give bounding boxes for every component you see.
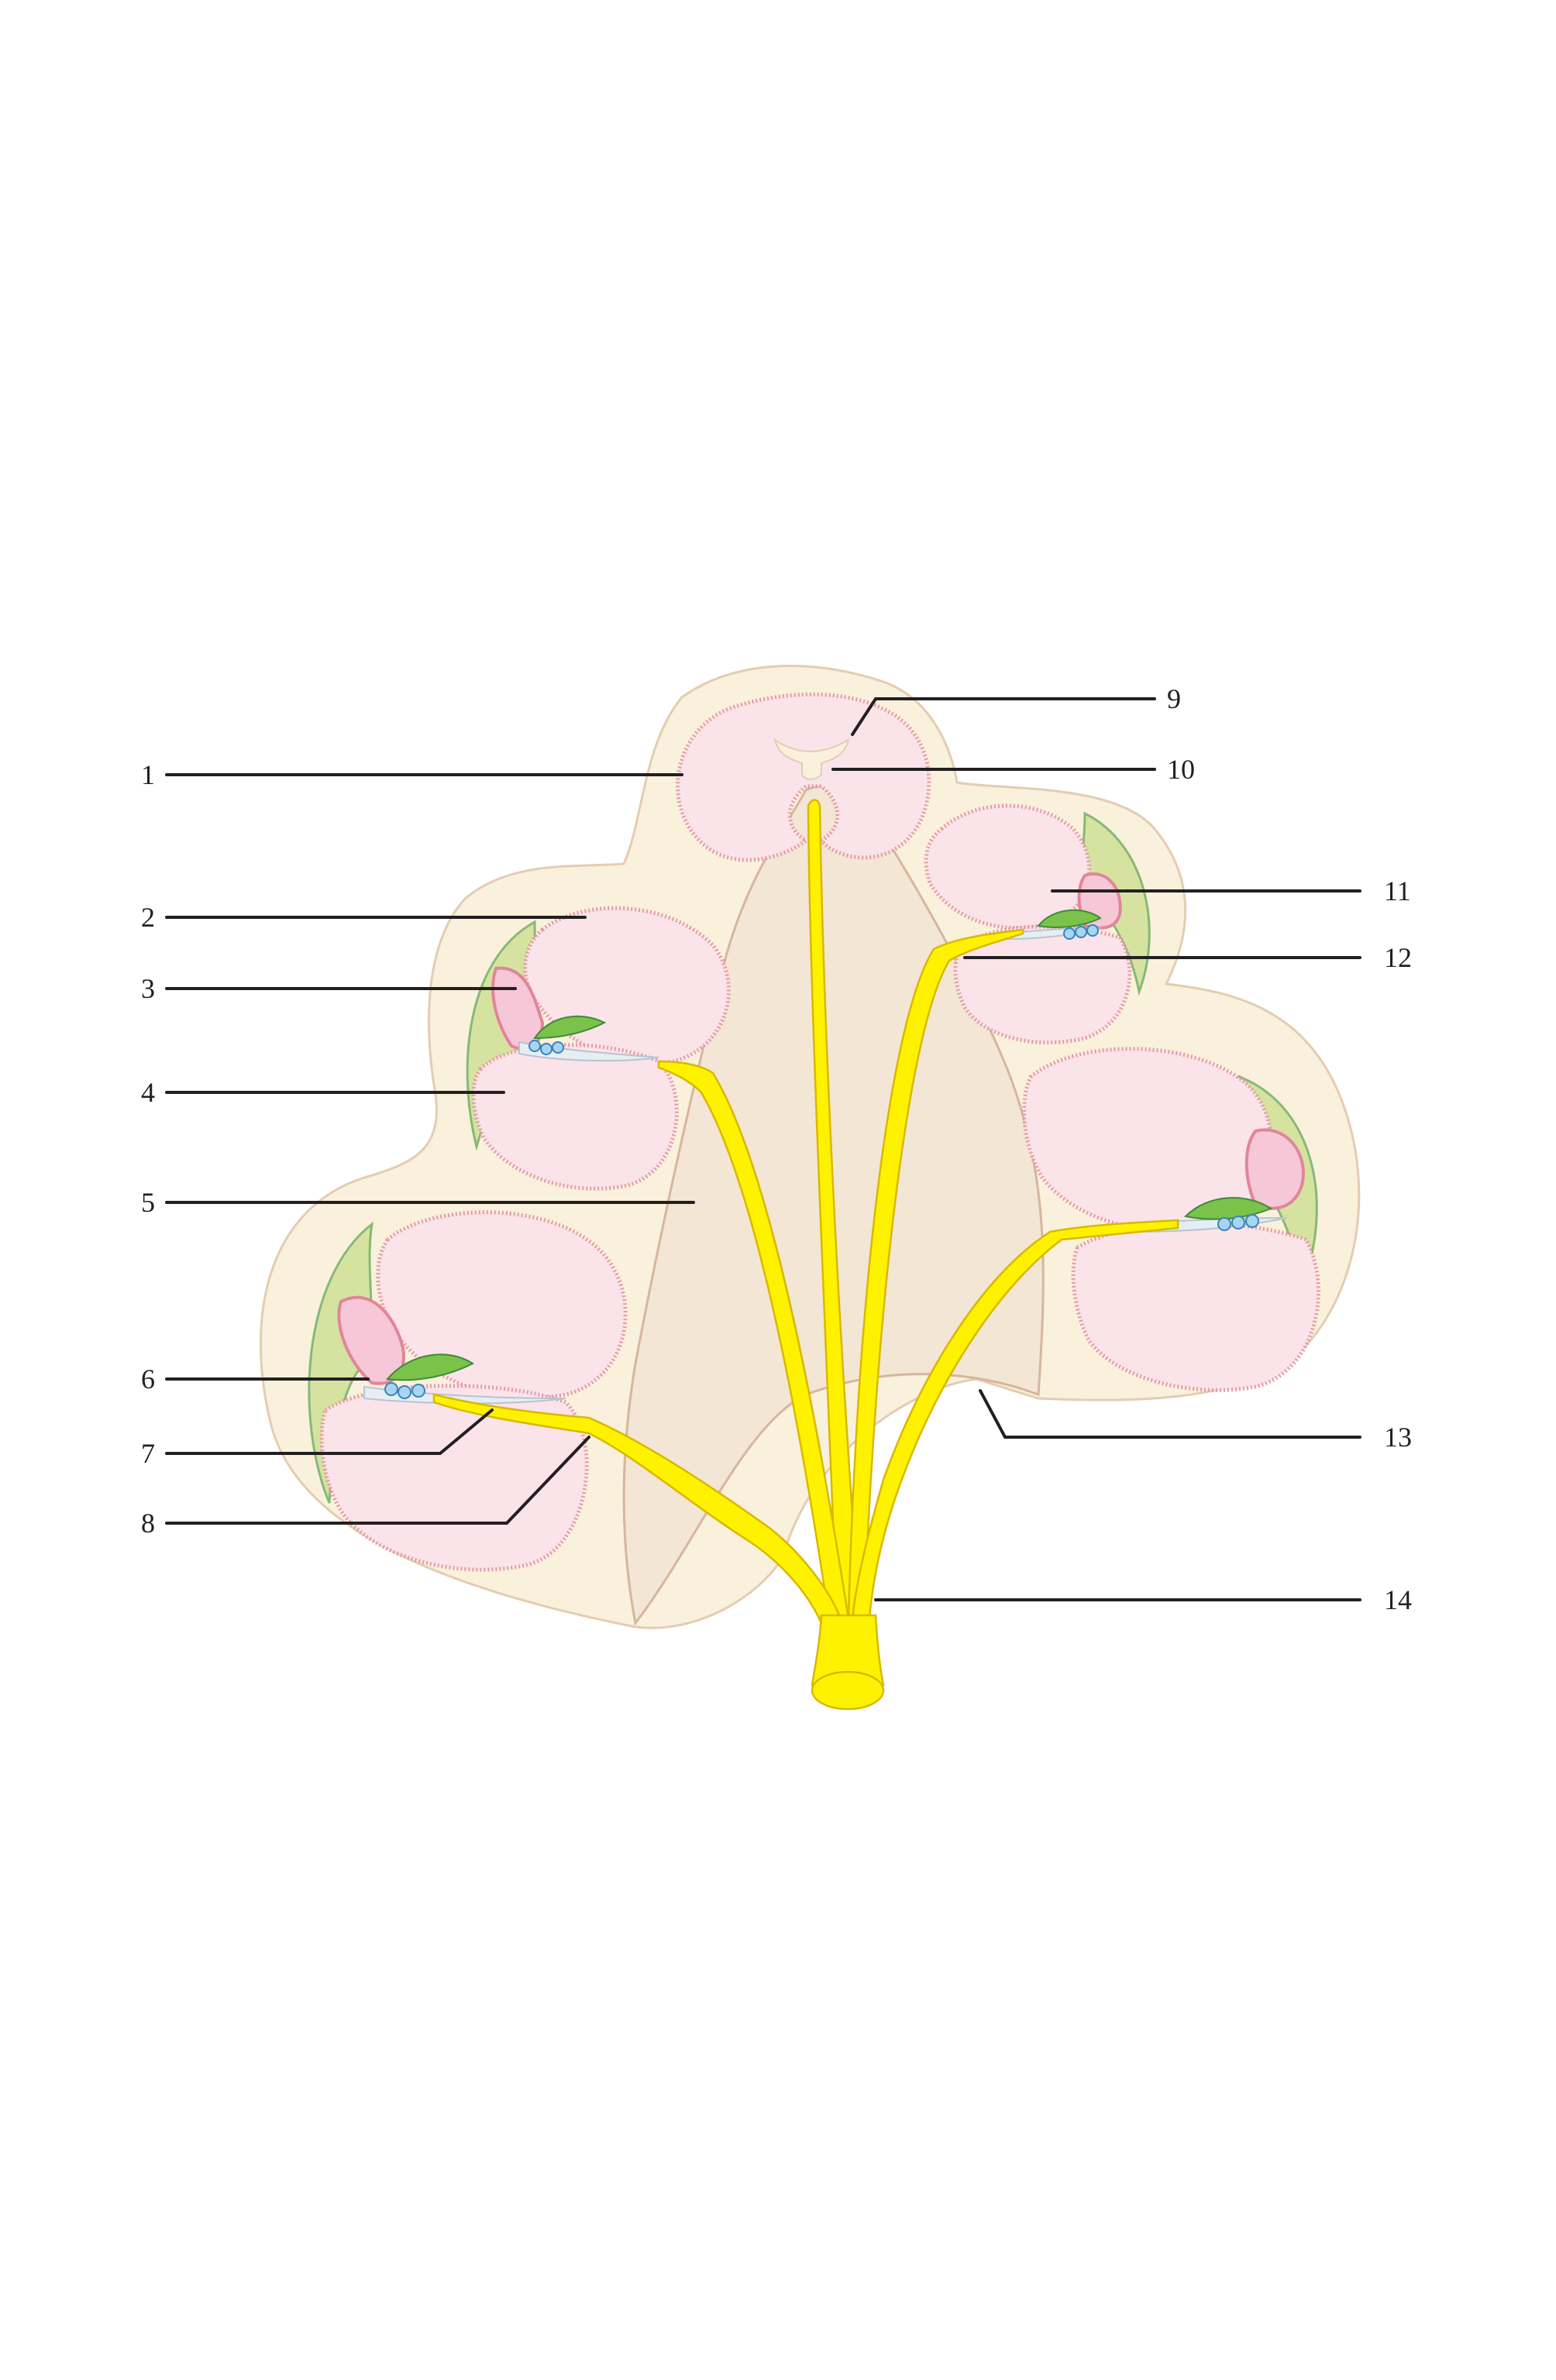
- label-14: 14: [1384, 1584, 1412, 1615]
- nerve-bundle: [432, 799, 1179, 1711]
- upper-right-lobe: [924, 803, 1151, 1045]
- callout-4: 4: [141, 1077, 505, 1108]
- callout-6: 6: [141, 1364, 370, 1395]
- label-2: 2: [141, 902, 155, 933]
- label-9: 9: [1167, 683, 1181, 714]
- nerve-trunk-cut-end: [811, 1670, 885, 1711]
- callout-12: 12: [963, 942, 1412, 973]
- callout-10: 10: [831, 754, 1195, 785]
- label-4: 4: [141, 1077, 155, 1108]
- top-lobe: [675, 692, 931, 862]
- label-6: 6: [141, 1364, 155, 1395]
- label-11: 11: [1384, 875, 1411, 906]
- label-1: 1: [141, 759, 155, 790]
- callout-1: 1: [141, 759, 683, 790]
- lower-right-lobe: [1022, 1047, 1320, 1392]
- label-7: 7: [141, 1438, 155, 1469]
- callout-8: 8: [141, 1436, 590, 1539]
- callouts: 1 2 3 4 5 6 7 8: [141, 683, 1412, 1615]
- label-3: 3: [141, 973, 155, 1004]
- callout-3: 3: [141, 973, 517, 1004]
- callout-7: 7: [141, 1408, 494, 1469]
- callout-2: 2: [141, 902, 587, 933]
- upper-left-lobe: [466, 906, 731, 1191]
- label-10: 10: [1167, 754, 1195, 785]
- label-12: 12: [1384, 942, 1412, 973]
- callout-5: 5: [141, 1187, 695, 1218]
- callout-11: 11: [1051, 875, 1411, 906]
- lower-left-lobe: [308, 1210, 628, 1572]
- callout-13: 13: [979, 1389, 1412, 1453]
- label-5: 5: [141, 1187, 155, 1218]
- callout-14: 14: [874, 1584, 1412, 1615]
- top-lobe-cleft: [773, 738, 850, 780]
- callout-9: 9: [851, 683, 1181, 736]
- label-13: 13: [1384, 1422, 1412, 1453]
- label-8: 8: [141, 1508, 155, 1539]
